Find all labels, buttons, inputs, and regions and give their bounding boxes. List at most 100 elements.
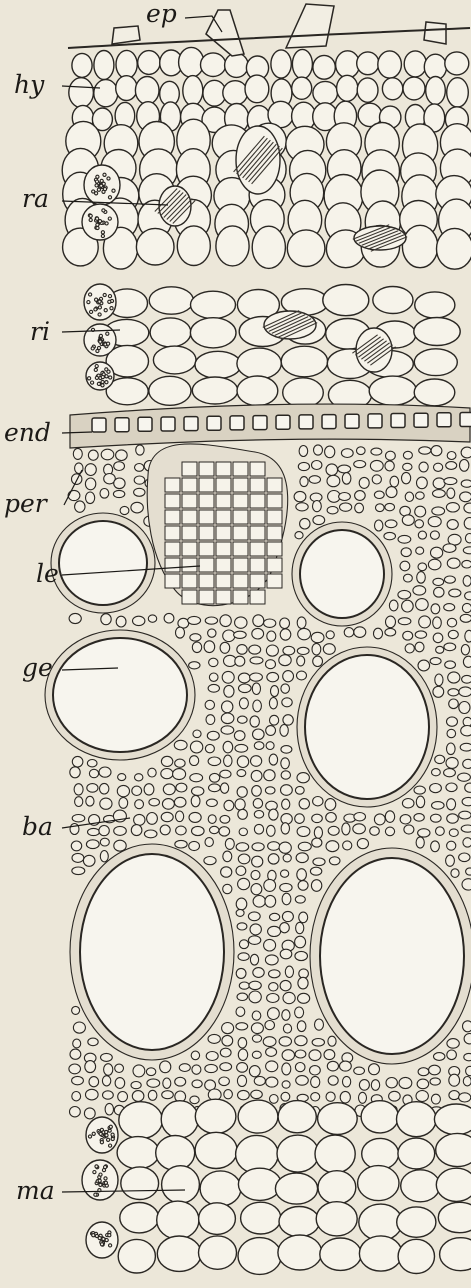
fibrous-cell <box>434 587 444 597</box>
stipple-dot <box>90 310 93 313</box>
pith-cell <box>238 1100 278 1133</box>
leptome-cell <box>199 462 214 476</box>
leptome-cell <box>182 542 197 556</box>
fibrous-cell <box>294 491 306 501</box>
fibrous-cell <box>295 786 304 794</box>
fibrous-cell <box>115 1064 124 1072</box>
fibrous-cell <box>313 501 322 512</box>
fibrous-cell <box>253 896 265 908</box>
fibrous-cell <box>161 769 173 779</box>
leptome-cell <box>216 478 231 492</box>
fibrous-cell <box>236 968 246 978</box>
fibrous-cell <box>386 451 396 460</box>
fibrous-cell <box>73 448 82 459</box>
stipple-dot <box>99 340 102 343</box>
cortex-cell <box>191 291 236 318</box>
fibrous-cell <box>253 799 262 809</box>
fibrous-cell <box>385 520 397 528</box>
fibrous-cell <box>237 645 247 655</box>
fibrous-cell <box>252 1035 261 1042</box>
fibrous-cell <box>309 476 320 484</box>
fibrous-cell <box>464 518 471 530</box>
fibrous-cell <box>208 684 219 692</box>
fibrous-cell <box>263 1037 276 1047</box>
fibrous-cell <box>191 795 200 806</box>
pith-cell <box>199 1236 237 1269</box>
fibrous-cell <box>266 1077 278 1087</box>
parenchyma-cell <box>116 50 137 78</box>
fibrous-cell <box>295 814 305 824</box>
fibrous-cell <box>176 826 187 835</box>
stipple-dot <box>95 192 98 195</box>
fibrous-cell <box>451 869 459 878</box>
stipple-dot <box>87 301 90 304</box>
fibrous-cell <box>266 660 276 669</box>
fibrous-cell <box>280 618 290 629</box>
stipple-dot <box>100 1243 103 1246</box>
pith-cell <box>162 1166 200 1204</box>
fibrous-cell <box>252 1011 261 1020</box>
fibrous-cell <box>101 614 111 625</box>
fibrous-cell <box>160 825 170 835</box>
fibrous-cell <box>85 478 95 490</box>
fibrous-cell <box>266 645 278 656</box>
endodermis-cell <box>345 414 359 428</box>
pith-cell <box>397 1102 437 1137</box>
stipple-dot <box>105 1134 108 1137</box>
fibrous-cell <box>447 717 458 726</box>
stipple-dot <box>88 377 91 380</box>
fibrous-cell <box>133 616 145 625</box>
fibrous-cell <box>72 867 85 875</box>
fibrous-cell <box>70 767 80 778</box>
fibrous-cell <box>224 1090 233 1099</box>
fibrous-cell <box>340 1091 350 1103</box>
fibrous-cell <box>312 1039 324 1047</box>
fibrous-cell <box>210 826 219 833</box>
fibrous-cell <box>371 448 382 455</box>
fibrous-cell <box>417 477 428 489</box>
fibrous-cell <box>69 613 81 623</box>
fibrous-cell <box>460 459 469 471</box>
fibrous-cell <box>72 756 83 767</box>
stipple-dot <box>103 188 106 191</box>
fibrous-cell <box>327 1061 338 1071</box>
fibrous-cell <box>433 578 444 585</box>
fibrous-cell <box>328 826 339 835</box>
fibrous-cell <box>265 895 276 907</box>
fibrous-cell <box>418 1068 429 1076</box>
fibrous-cell <box>219 1077 230 1086</box>
endodermis-band <box>70 404 470 448</box>
fibrous-cell <box>101 449 114 460</box>
endodermis-cell <box>184 417 198 431</box>
leptome-cell <box>216 462 231 476</box>
fibrous-cell <box>104 1064 113 1076</box>
fibrous-cell <box>295 532 303 539</box>
fibrous-cell <box>85 1061 96 1073</box>
fibrous-cell <box>283 854 291 862</box>
fibrous-cell <box>398 590 411 599</box>
fibrous-cell <box>444 769 456 777</box>
fibrous-cell <box>313 858 325 866</box>
fibrous-cell <box>114 840 126 851</box>
fibrous-cell <box>282 1010 290 1021</box>
parenchyma-cell <box>292 49 312 78</box>
fibrous-cell <box>224 755 232 766</box>
fibrous-cell <box>466 1066 471 1075</box>
fibrous-cell <box>390 476 399 487</box>
fibrous-cell <box>431 841 440 852</box>
fibrous-cell <box>280 980 291 990</box>
cortex-cell <box>237 376 278 406</box>
fibrous-cell <box>161 756 172 766</box>
fibrous-cell <box>205 700 214 709</box>
fibrous-cell <box>220 1063 232 1071</box>
fibrous-cell <box>389 600 398 611</box>
fibrous-cell <box>443 544 456 553</box>
pith-cell <box>398 1239 434 1273</box>
pith-cell <box>120 1203 159 1233</box>
parenchyma-cell <box>445 52 469 75</box>
fibrous-cell <box>237 1063 248 1073</box>
fibrous-cell <box>131 502 143 513</box>
fibrous-cell <box>310 867 321 875</box>
fibrous-cell <box>252 1051 261 1058</box>
fibrous-cell <box>236 909 244 916</box>
